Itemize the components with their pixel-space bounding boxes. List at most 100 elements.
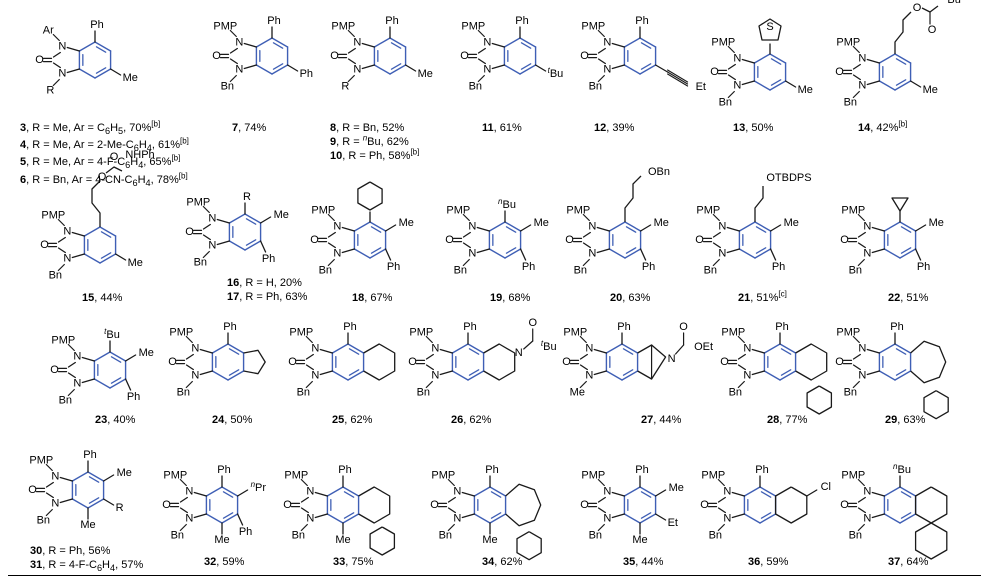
substituent-label: NHPh xyxy=(125,149,154,161)
ring-double-bond xyxy=(100,231,112,238)
bond xyxy=(914,248,922,261)
n-substituent-label: R xyxy=(46,85,54,97)
ring-bond xyxy=(94,41,112,52)
nitrogen-label: N xyxy=(185,486,193,498)
caption-c1: 3, R = Me, Ar = C6H5, 70%[b]4, R = Me, A… xyxy=(20,119,189,188)
substituent-label: Et xyxy=(696,81,706,93)
nitrogen-label: N xyxy=(603,64,611,76)
bond xyxy=(243,64,258,70)
nitrogen-label: N xyxy=(483,64,491,76)
ring-double-bond xyxy=(900,512,912,519)
benzo-ring xyxy=(369,526,396,556)
bond xyxy=(871,491,886,497)
dihydro-ring xyxy=(358,486,391,524)
bond xyxy=(596,226,611,232)
bond xyxy=(712,231,721,238)
bond xyxy=(45,481,54,488)
bond xyxy=(579,364,588,371)
n-substituent-label: PMP xyxy=(836,37,860,49)
caption-c7: 7, 74% xyxy=(232,122,267,134)
ring-bond xyxy=(639,513,657,524)
ring-bond xyxy=(754,248,772,259)
compound-number: 34 xyxy=(482,556,495,568)
ring-double-bond xyxy=(348,369,360,376)
substituent-label: Me xyxy=(798,84,813,96)
caption-c13: 13, 50% xyxy=(733,122,774,134)
nitrogen-label: N xyxy=(235,64,243,76)
ring-bond xyxy=(99,253,117,264)
compound-number: 10 xyxy=(330,150,343,162)
nitrogen-label: N xyxy=(431,343,439,355)
bond xyxy=(461,491,476,497)
substituent-label: Ph xyxy=(267,15,280,27)
ring-bond xyxy=(271,37,289,48)
ring-bond xyxy=(255,64,273,75)
ring-bond xyxy=(78,68,96,79)
cycloheptane-ring xyxy=(910,340,947,384)
substituent-label: Me xyxy=(139,347,154,359)
bond xyxy=(67,361,76,368)
ring-bond xyxy=(519,37,537,48)
ring-bond xyxy=(211,343,229,354)
bicyclic-ring xyxy=(637,344,667,380)
substituent-label: nBu xyxy=(498,197,516,212)
compound-number: 14 xyxy=(858,122,871,134)
ring-bond xyxy=(109,351,127,362)
bond xyxy=(259,216,272,224)
substituent-label: Ph xyxy=(385,15,398,27)
triple-bond xyxy=(667,71,689,85)
ring-bond xyxy=(738,221,756,232)
bond xyxy=(447,496,456,503)
bond xyxy=(236,513,244,526)
ring-bond xyxy=(624,221,642,232)
substituent-label: Ph xyxy=(387,261,400,273)
ring-bond xyxy=(255,37,273,48)
ring-bond xyxy=(608,248,626,259)
n-substituent-label: PMP xyxy=(563,327,587,339)
substituent-label: R xyxy=(243,191,251,203)
bond xyxy=(71,253,86,259)
ring-bond xyxy=(353,221,371,232)
nitrogen-label: N xyxy=(468,221,476,233)
ring-double-bond xyxy=(640,512,652,519)
ring-bond xyxy=(271,64,289,75)
ring-bond xyxy=(743,513,761,524)
compound-number: 21 xyxy=(738,292,751,304)
bond xyxy=(597,29,605,38)
bottom-rule xyxy=(8,575,981,576)
bond xyxy=(81,378,96,384)
bond xyxy=(202,250,210,259)
bond xyxy=(582,231,591,238)
oxygen-label: O xyxy=(700,499,709,511)
nitrogen-label: N xyxy=(431,370,439,382)
ring-bond xyxy=(621,343,639,354)
nitrogen-label: N xyxy=(863,248,871,260)
bond xyxy=(597,478,605,487)
nitrogen-label: N xyxy=(603,486,611,498)
bond xyxy=(534,64,547,72)
bond xyxy=(384,248,392,261)
ring-double-bond xyxy=(755,226,767,233)
ring-bond xyxy=(754,221,772,232)
bond xyxy=(300,507,309,514)
substituent-label: Ph xyxy=(642,261,655,273)
oxygen-label: O xyxy=(580,499,589,511)
ring-bond xyxy=(759,513,777,524)
bond xyxy=(476,248,491,254)
bond xyxy=(179,507,188,514)
n-substituent-label: PMP xyxy=(566,205,590,217)
bond xyxy=(654,489,667,497)
bond xyxy=(179,496,188,503)
ring-bond xyxy=(623,64,641,75)
substituent-label: Ph xyxy=(522,261,535,273)
ring-double-bond xyxy=(110,377,122,384)
nitrogen-label: N xyxy=(191,343,199,355)
n-substituent-label: PMP xyxy=(213,21,237,33)
n-substituent-label: PMP xyxy=(711,37,735,49)
ring-bond xyxy=(769,80,787,91)
substituent-label: Me xyxy=(214,534,229,546)
ring-bond xyxy=(467,370,485,381)
ring-double-bond xyxy=(640,42,652,49)
ring-double-bond xyxy=(770,79,782,86)
